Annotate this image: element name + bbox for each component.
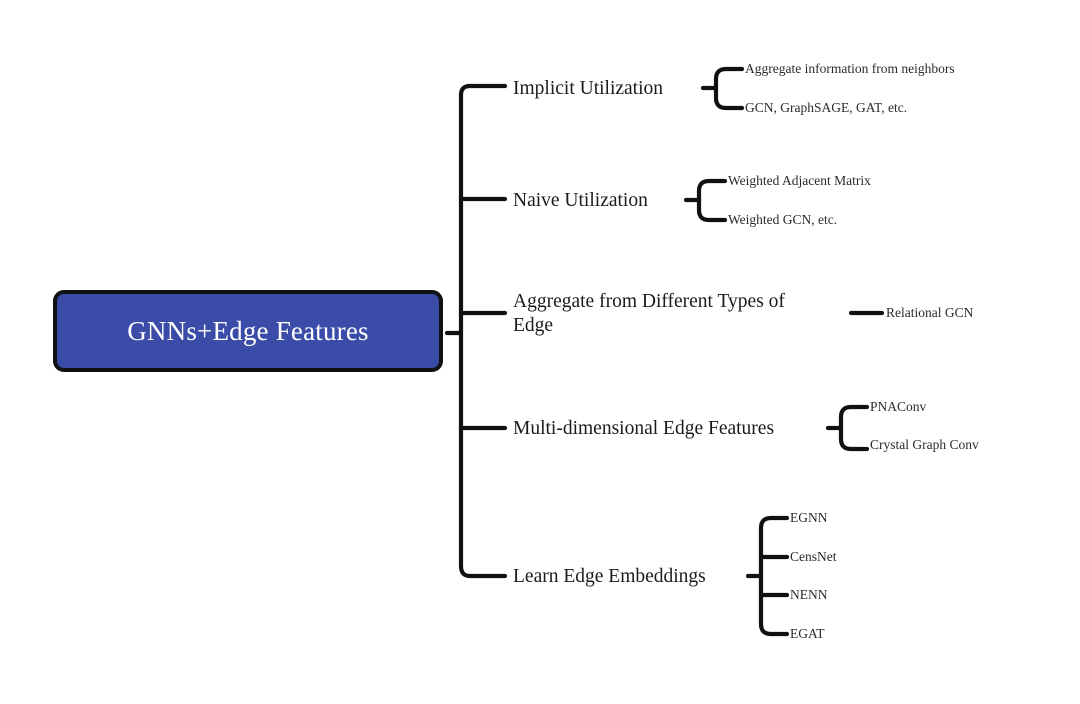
bracket-2 (696, 178, 728, 223)
leaf-label-pnaconv[interactable]: PNAConv (870, 399, 927, 414)
leaf-label-weighted-gcn[interactable]: Weighted GCN, etc. (728, 212, 838, 227)
leaf-label-censnet[interactable]: CensNet (790, 549, 837, 564)
leaf-label-gcn-graphsage-gat[interactable]: GCN, GraphSAGE, GAT, etc. (745, 100, 908, 115)
branch-label-multi-dimensional-edge-features[interactable]: Multi-dimensional Edge Features (513, 418, 775, 439)
branch-label-naive-utilization[interactable]: Naive Utilization (513, 190, 648, 211)
leaf-label-aggregate-information-from-neighbors[interactable]: Aggregate information from neighbors (745, 61, 955, 76)
leaf-label-egat[interactable]: EGAT (790, 626, 825, 641)
leaf-label-weighted-adjacent-matrix[interactable]: Weighted Adjacent Matrix (728, 173, 871, 188)
branch-label-learn-edge-embeddings[interactable]: Learn Edge Embeddings (513, 566, 706, 587)
branch-label-aggregate-different-edge-types[interactable]: Aggregate from Different Types of Edge (513, 291, 785, 337)
leaf-label-nenn[interactable]: NENN (790, 587, 828, 602)
bracket-1 (713, 66, 745, 111)
bracket-4 (838, 404, 870, 452)
leaf-label-relational-gcn[interactable]: Relational GCN (886, 305, 974, 320)
bracket-5-arm-4 (758, 621, 790, 637)
bracket-5-arm-1 (758, 515, 790, 531)
branch-label-implicit-utilization[interactable]: Implicit Utilization (513, 78, 664, 99)
root-node-label: GNNs+Edge Features (127, 315, 369, 346)
main-trunk (458, 83, 508, 579)
root-node[interactable]: GNNs+Edge Features (53, 290, 443, 372)
leaf-label-crystal-graph-conv[interactable]: Crystal Graph Conv (870, 437, 979, 452)
leaf-label-egnn[interactable]: EGNN (790, 510, 828, 525)
